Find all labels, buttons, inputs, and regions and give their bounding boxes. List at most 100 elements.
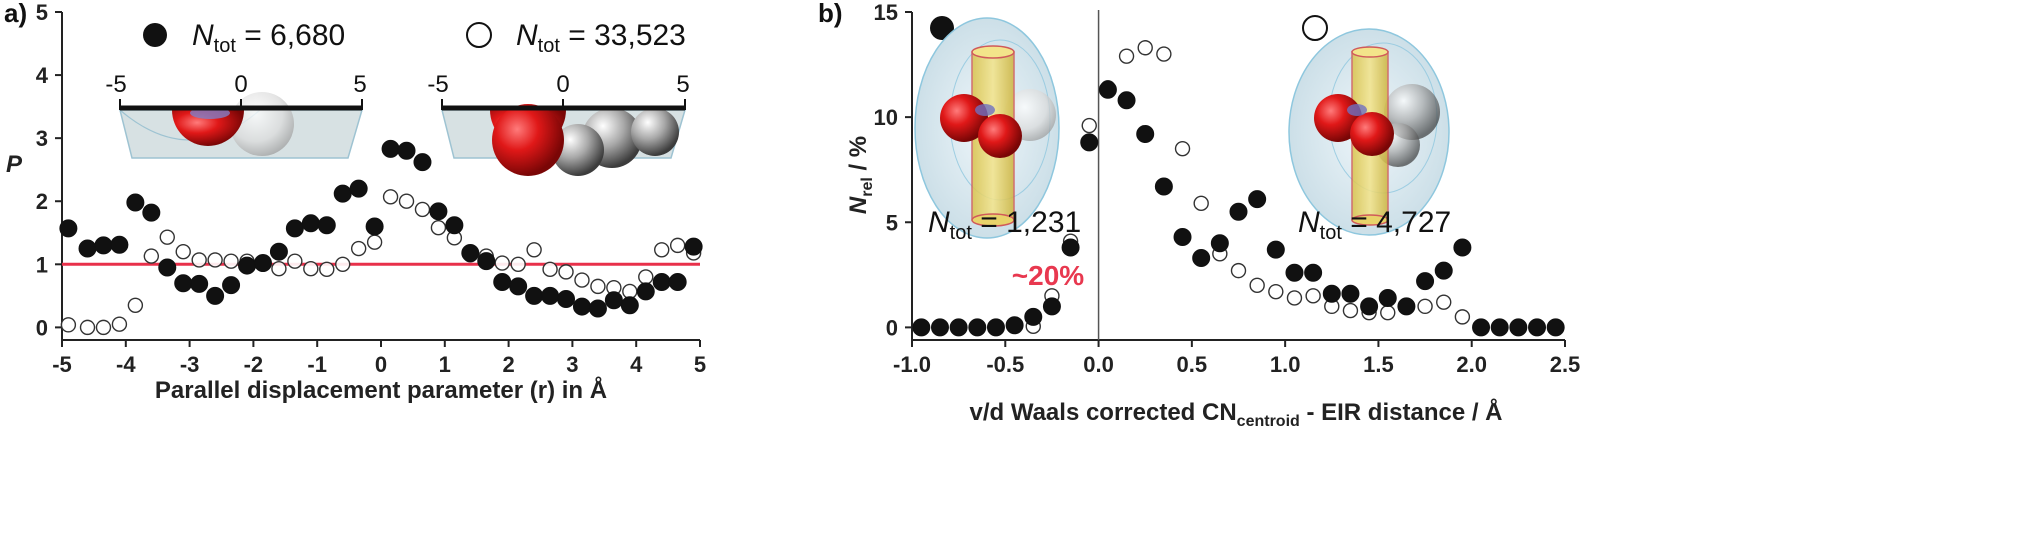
- data-point-filled: [59, 219, 78, 238]
- data-point-open: [542, 261, 558, 278]
- data-point-filled: [1322, 284, 1341, 303]
- data-point-open: [271, 261, 287, 277]
- data-point-open: [638, 269, 654, 285]
- data-point-filled: [190, 274, 209, 293]
- data-point-filled: [1117, 91, 1136, 110]
- x-tick-label: 2: [502, 352, 514, 377]
- data-point-filled: [349, 179, 368, 198]
- data-point-open: [510, 256, 526, 273]
- red-atom-shape: [978, 114, 1022, 158]
- panel-a-inset-left: -5 0 5: [105, 71, 367, 159]
- data-point-filled: [620, 296, 639, 315]
- data-point-open: [654, 242, 670, 258]
- data-point-filled: [126, 193, 145, 212]
- data-point-filled: [1397, 297, 1416, 316]
- data-point-filled: [222, 276, 241, 295]
- panel-a-inset-right: -5 0 5: [427, 71, 690, 176]
- data-point-filled: [541, 286, 560, 305]
- data-point-filled: [1528, 318, 1547, 337]
- data-point-open: [143, 248, 160, 264]
- x-tick-label: 1.5: [1363, 352, 1394, 377]
- data-point-open: [590, 278, 606, 295]
- x-tick-label: 5: [694, 352, 706, 377]
- x-tick-label: -4: [116, 352, 136, 377]
- data-point-filled: [174, 274, 193, 293]
- panel-b-data-points: [912, 40, 1565, 337]
- panel-a-axes: [61, 12, 700, 341]
- data-point-filled: [413, 153, 432, 172]
- data-point-open: [1454, 309, 1471, 325]
- data-point-open: [1380, 304, 1396, 321]
- data-point-open: [430, 220, 447, 236]
- data-point-filled: [381, 139, 400, 158]
- panel-b-inset-left: [914, 17, 1060, 239]
- inset-scale-tick: 5: [676, 71, 689, 98]
- y-tick-label: 0: [36, 315, 48, 340]
- data-point-open: [335, 256, 351, 273]
- grey-atom-shape: [631, 108, 679, 156]
- data-point-filled: [1266, 240, 1285, 259]
- data-point-open: [191, 252, 207, 268]
- data-point-open: [350, 240, 367, 257]
- data-point-filled: [238, 256, 257, 275]
- data-point-filled: [525, 286, 544, 305]
- data-point-filled: [1490, 318, 1509, 337]
- data-point-filled: [912, 318, 931, 337]
- y-tick-label: 2: [36, 189, 48, 214]
- data-point-open: [1118, 48, 1135, 64]
- red-atom-shape: [172, 110, 244, 146]
- y-tick-label: 4: [36, 63, 49, 88]
- data-point-filled: [1304, 263, 1323, 282]
- data-point-filled: [1024, 307, 1043, 326]
- y-tick-label: 0: [886, 315, 898, 340]
- inset-scale-tick: -5: [427, 71, 448, 98]
- data-point-open: [382, 189, 399, 205]
- data-point-open: [175, 243, 191, 260]
- data-point-filled: [1229, 202, 1248, 221]
- data-point-open: [111, 316, 128, 332]
- panel-a-x-axis-label: Parallel displacement parameter (r) in Å: [155, 376, 607, 404]
- x-tick-label: 0.5: [1177, 352, 1208, 377]
- y-tick-label: 5: [886, 210, 898, 235]
- inset-scale-tick: -5: [105, 71, 126, 98]
- data-point-filled: [94, 236, 113, 255]
- x-tick-label: 4: [630, 352, 643, 377]
- data-point-filled: [1154, 177, 1173, 196]
- data-point-filled: [333, 184, 352, 203]
- data-point-filled: [1341, 284, 1360, 303]
- data-point-filled: [588, 299, 607, 318]
- data-point-filled: [1173, 227, 1192, 246]
- data-point-filled: [1378, 288, 1397, 307]
- data-point-open: [287, 253, 303, 269]
- x-tick-label: 2.0: [1456, 352, 1487, 377]
- data-point-filled: [604, 291, 623, 310]
- x-tick-label: -1: [307, 352, 327, 377]
- data-point-open: [398, 193, 415, 209]
- data-point-filled: [509, 277, 528, 296]
- data-point-filled: [1546, 318, 1565, 337]
- data-point-filled: [1210, 234, 1229, 253]
- data-point-filled: [317, 216, 336, 235]
- panel-a-data-points: [59, 139, 703, 336]
- data-point-open: [60, 317, 77, 333]
- data-point-open: [1268, 283, 1284, 300]
- legend-entry-open: Ntot = 33,523: [516, 19, 686, 57]
- data-point-filled: [365, 217, 384, 236]
- data-point-open: [1305, 288, 1321, 304]
- data-point-filled: [1434, 261, 1453, 280]
- data-point-open: [1137, 40, 1153, 56]
- data-point-filled: [930, 318, 949, 337]
- data-point-open: [669, 237, 686, 254]
- data-point-filled: [1042, 297, 1061, 316]
- data-point-open: [1081, 117, 1097, 134]
- data-point-open: [159, 229, 175, 245]
- data-point-open: [558, 264, 574, 280]
- data-point-filled: [253, 254, 272, 273]
- data-point-filled: [158, 258, 177, 277]
- data-point-filled: [1080, 133, 1099, 152]
- data-point-filled: [668, 272, 687, 291]
- panel-a-label: a): [4, 0, 27, 28]
